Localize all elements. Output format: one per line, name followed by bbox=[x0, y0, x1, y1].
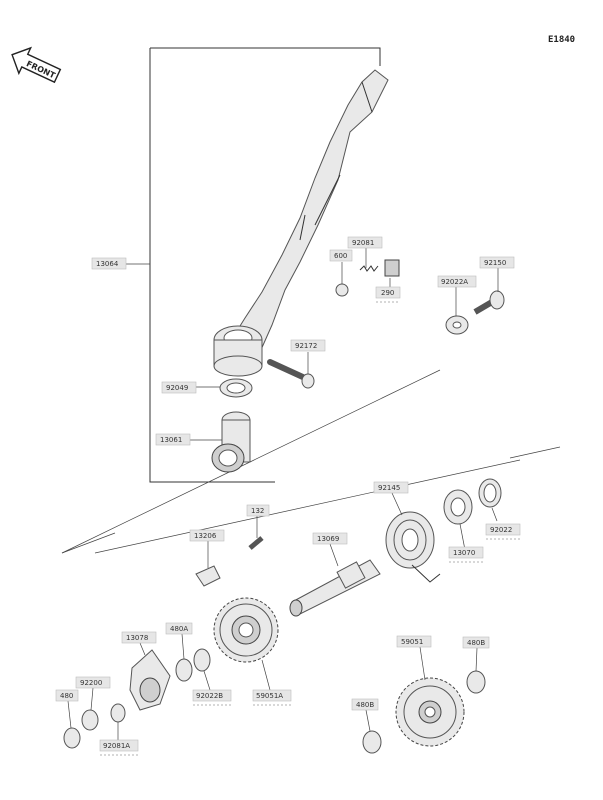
label-underlines bbox=[100, 301, 520, 756]
label-13069: 13069 bbox=[312, 532, 348, 545]
return-spring-92145 bbox=[385, 511, 441, 583]
leader-lines bbox=[67, 246, 499, 740]
label-13064: 13064 bbox=[91, 257, 127, 270]
label-13070-text: 13070 bbox=[453, 549, 475, 557]
label-92145-text: 92145 bbox=[378, 484, 400, 492]
label-59051: 59051 bbox=[396, 635, 432, 648]
label-480-text: 480 bbox=[60, 692, 73, 700]
label-92172: 92172 bbox=[290, 339, 326, 352]
bolt-92172 bbox=[267, 359, 315, 389]
label-132: 132 bbox=[246, 504, 270, 517]
label-600-text: 600 bbox=[334, 252, 347, 260]
label-480a: 480A bbox=[165, 622, 193, 635]
washer-92022b bbox=[193, 648, 211, 672]
bolt-92150 bbox=[473, 290, 505, 315]
washer-92022a-hole bbox=[452, 321, 462, 329]
label-92022b: 92022B bbox=[192, 689, 232, 702]
label-13078: 13078 bbox=[121, 631, 157, 644]
idle-gear-59051 bbox=[395, 677, 465, 747]
label-480b-top-text: 480B bbox=[467, 639, 485, 647]
label-92081a-text: 92081A bbox=[103, 742, 130, 750]
label-480b-bottom: 480B bbox=[351, 698, 379, 711]
label-92022: 92022 bbox=[485, 523, 521, 536]
label-13069-text: 13069 bbox=[317, 535, 339, 543]
circlip-480b-bottom bbox=[362, 730, 382, 754]
label-59051a-text: 59051A bbox=[256, 692, 283, 700]
label-13206: 13206 bbox=[189, 529, 225, 542]
label-92049-text: 92049 bbox=[166, 384, 188, 392]
bolt-132 bbox=[248, 536, 264, 550]
kick-pedal-lever bbox=[213, 69, 389, 377]
label-92081a: 92081A bbox=[99, 739, 139, 752]
spring-92081a bbox=[110, 703, 126, 723]
label-92172-text: 92172 bbox=[295, 342, 317, 350]
assembly-line-right bbox=[509, 446, 561, 459]
label-59051a: 59051A bbox=[252, 689, 292, 702]
kick-shaft-bracket bbox=[211, 411, 251, 473]
ratchet-13078 bbox=[129, 649, 171, 711]
label-13078-text: 13078 bbox=[126, 634, 148, 642]
spring-92081 bbox=[359, 265, 379, 272]
label-600: 600 bbox=[329, 249, 353, 262]
circlip-480a bbox=[175, 658, 193, 682]
ball-600 bbox=[335, 283, 349, 297]
label-132-text: 132 bbox=[251, 507, 264, 515]
label-480: 480 bbox=[55, 689, 79, 702]
label-480a-text: 480A bbox=[170, 625, 188, 633]
label-13061-text: 13061 bbox=[160, 436, 182, 444]
label-92200-text: 92200 bbox=[80, 679, 102, 687]
guide-13070-hole bbox=[450, 497, 466, 517]
label-59051-text: 59051 bbox=[401, 638, 423, 646]
label-480b-top: 480B bbox=[462, 636, 490, 649]
label-290: 290 bbox=[375, 286, 401, 299]
kick-shaft-13069 bbox=[289, 559, 381, 617]
label-13064-text: 13064 bbox=[96, 260, 119, 268]
assembly-line bbox=[61, 369, 521, 554]
circlip-480 bbox=[63, 727, 81, 749]
label-13070: 13070 bbox=[448, 546, 484, 559]
label-92049: 92049 bbox=[161, 381, 197, 394]
label-92022b-text: 92022B bbox=[196, 692, 223, 700]
label-92022-text: 92022 bbox=[490, 526, 512, 534]
label-13061: 13061 bbox=[155, 433, 191, 446]
plug-290 bbox=[384, 259, 400, 277]
diagram-code: E1840 bbox=[548, 35, 575, 45]
label-92150: 92150 bbox=[479, 256, 515, 269]
label-290-text: 290 bbox=[381, 289, 394, 297]
label-92022a: 92022A bbox=[437, 275, 477, 288]
stopper-13206 bbox=[195, 565, 221, 587]
washer-92200 bbox=[81, 709, 99, 731]
label-92022a-text: 92022A bbox=[441, 278, 468, 286]
front-arrow-icon: FRONT bbox=[11, 46, 62, 84]
assembly-line-tip bbox=[61, 532, 116, 554]
washer-92049-hole bbox=[226, 382, 246, 394]
label-92145: 92145 bbox=[373, 481, 409, 494]
label-92081-text: 92081 bbox=[352, 239, 374, 247]
label-92150-text: 92150 bbox=[484, 259, 506, 267]
kick-gear-59051a bbox=[213, 597, 279, 663]
ring-92022-hole bbox=[483, 483, 497, 503]
kick-pedal-group-frame bbox=[149, 47, 381, 483]
label-480b-bottom-text: 480B bbox=[356, 701, 374, 709]
circlip-480b-top bbox=[466, 670, 486, 694]
label-13206-text: 13206 bbox=[194, 532, 217, 540]
label-92081: 92081 bbox=[347, 236, 383, 249]
label-92200: 92200 bbox=[75, 676, 111, 689]
